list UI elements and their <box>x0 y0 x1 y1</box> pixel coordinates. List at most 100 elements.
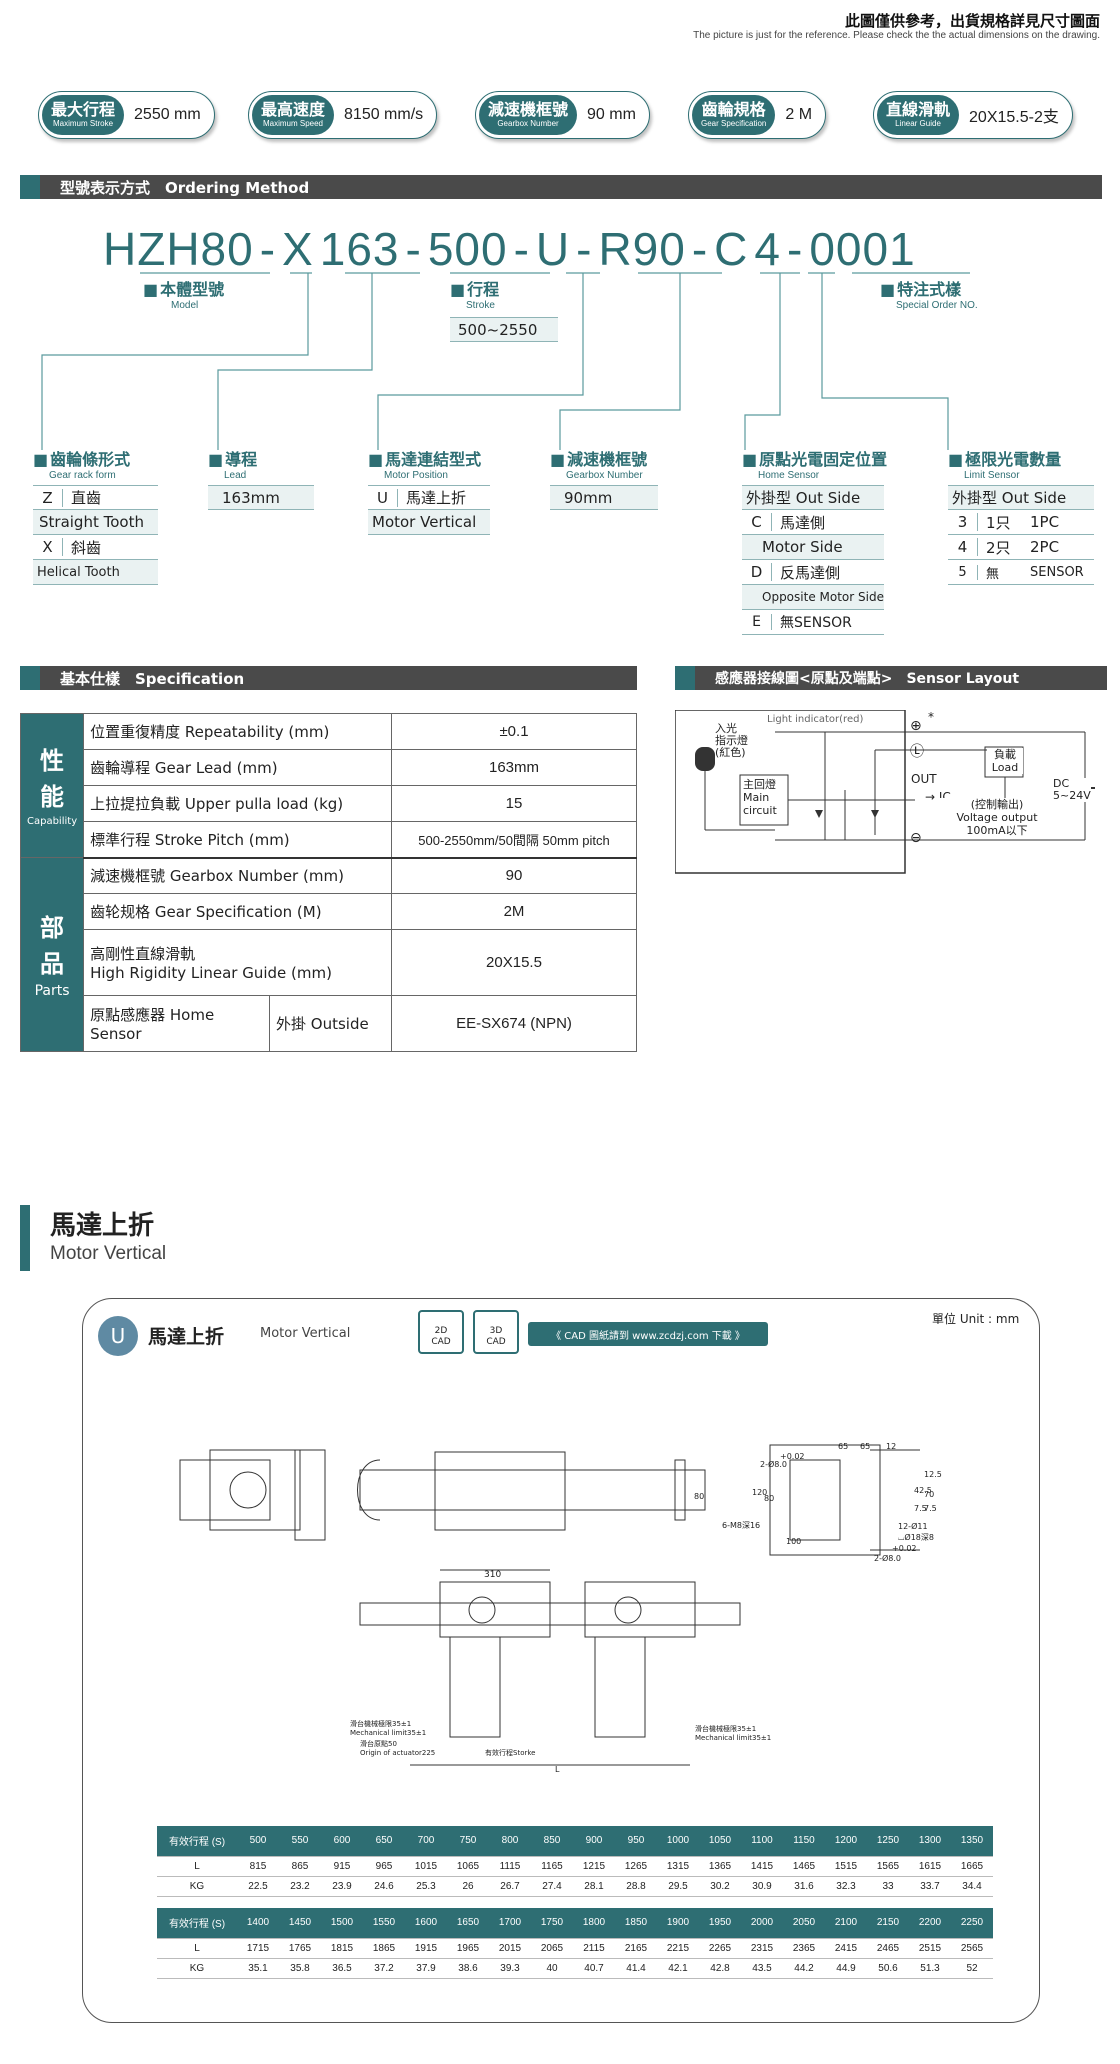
dim-m8: 6-M8深16 <box>722 1521 761 1530</box>
pill-label: 直線滑軌 <box>886 100 951 119</box>
dim-65b: 65 <box>860 1442 871 1451</box>
code-part: - <box>259 223 277 275</box>
code-part: - <box>576 223 593 275</box>
code-part: 163 <box>319 223 400 275</box>
ic-label: → IC <box>925 790 951 804</box>
code-part: R90 <box>598 223 686 275</box>
dim-42-5: 42.5 <box>914 1486 932 1495</box>
code-part: - <box>405 223 422 275</box>
pill-label-en: Maximum Stroke <box>53 119 114 128</box>
code-part: U <box>535 223 571 275</box>
reference-note-zh: 此圖僅供參考，出貨規格詳見尺寸圖面 <box>844 12 1100 30</box>
spec-table: 性 能 Capability 位置重復精度 Repeatability (mm)… <box>19 713 637 1052</box>
code-part: - <box>513 223 530 275</box>
out-label: OUT <box>911 772 937 786</box>
dim-310: 310 <box>484 1570 502 1580</box>
cad-download-link[interactable]: 《 CAD 圖紙請到 www.zcdzj.com 下載 》 <box>528 1322 768 1346</box>
section-accent <box>20 1205 30 1271</box>
dim-7-5: 7.5 <box>924 1504 937 1513</box>
dim-2phi8: 2-Ø8.0 <box>760 1460 787 1469</box>
pill-label: 最高速度 <box>261 100 326 119</box>
pill-label-en: Linear Guide <box>895 119 941 128</box>
code-part: HZH80 <box>103 223 254 275</box>
minus-terminal: ⊖ <box>910 830 922 846</box>
model-label: 本體型號 Model <box>143 276 224 311</box>
pill-label: 最大行程 <box>51 100 116 119</box>
code-part: C <box>714 223 749 275</box>
cad-2d-button[interactable]: 2D CAD <box>418 1310 464 1354</box>
light-indicator-zh: 入光 指示燈 (紅色) <box>715 722 748 759</box>
parts-cell: 部 品 Parts <box>19 857 85 1052</box>
dim-120: 120 <box>752 1488 768 1497</box>
dim-tol-b: +0.02 <box>892 1544 917 1553</box>
light-indicator-en: Light indicator(red) <box>767 714 864 725</box>
motor-vertical-subtitle: Motor Vertical <box>50 1243 167 1264</box>
pill-label-en: Maximum Speed <box>262 119 324 128</box>
dim-tol: +0.02 <box>780 1452 805 1461</box>
u-badge: U <box>98 1316 138 1356</box>
dim-12: 12 <box>886 1442 897 1451</box>
l-terminal: Ⓛ <box>910 744 924 760</box>
code-part: X <box>282 223 314 275</box>
limit-sensor-group: 極限光電數量 Limit Sensor 外掛型 Out Side 31只1PC … <box>948 446 1094 585</box>
plus-terminal: ⊕ <box>910 718 922 734</box>
pill-value: 2550 mm <box>134 106 201 123</box>
dim-80b: 80 <box>764 1494 775 1503</box>
special-order-label: 特注式樣 Special Order NO. <box>880 276 978 311</box>
lead-group: 導程 Lead 163mm <box>208 446 314 510</box>
pill-value: 90 mm <box>587 106 636 123</box>
dim-100: 100 <box>786 1537 802 1546</box>
pill-value: 2 M <box>785 106 813 123</box>
dim-65a: 65 <box>838 1442 849 1451</box>
dim-12-5: 12.5 <box>924 1470 942 1479</box>
star-note: * <box>928 710 934 724</box>
pill-value: 20X15.5-2支 <box>969 109 1059 126</box>
pill-label-en: Gearbox Number <box>497 119 559 128</box>
dim-2phi8b: 2-Ø8.0 <box>874 1554 901 1563</box>
capability-cell: 性 能 Capability <box>19 713 85 858</box>
pill-label-en: Gear Specification <box>701 119 767 128</box>
cad-3d-button[interactable]: 3D CAD <box>473 1310 519 1354</box>
unit-label: 單位 Unit : mm <box>932 1312 1020 1326</box>
stroke-label: 行程 Stroke 500~2550 <box>450 276 558 342</box>
technical-drawing <box>179 1444 920 1766</box>
pill-label: 齒輪規格 <box>701 100 766 119</box>
dim-80: 80 <box>694 1492 705 1501</box>
dim-7-5b: 7.5 <box>914 1504 927 1513</box>
code-part: - <box>787 223 804 275</box>
code-part: - <box>691 223 709 275</box>
gearbox-group: 減速機框號 Gearbox Number 90mm <box>550 446 658 510</box>
motor-vertical-title: 馬達上折 <box>50 1211 155 1241</box>
pill-value: 8150 mm/s <box>344 106 424 123</box>
gear-rack-group: 齒輪條形式 Gear rack form Z直齒 Straight Tooth … <box>33 446 158 585</box>
code-part: 0001 <box>809 223 916 275</box>
card-subtitle: Motor Vertical <box>260 1326 351 1341</box>
ordering-connector-lines <box>41 272 970 450</box>
l-dim: L <box>555 1765 560 1774</box>
code-part: 500 <box>427 223 508 275</box>
stroke-dim: 有效行程Storke <box>485 1749 536 1757</box>
ordering-method-bar: 型號表示方式 Ordering Method <box>20 175 1102 199</box>
